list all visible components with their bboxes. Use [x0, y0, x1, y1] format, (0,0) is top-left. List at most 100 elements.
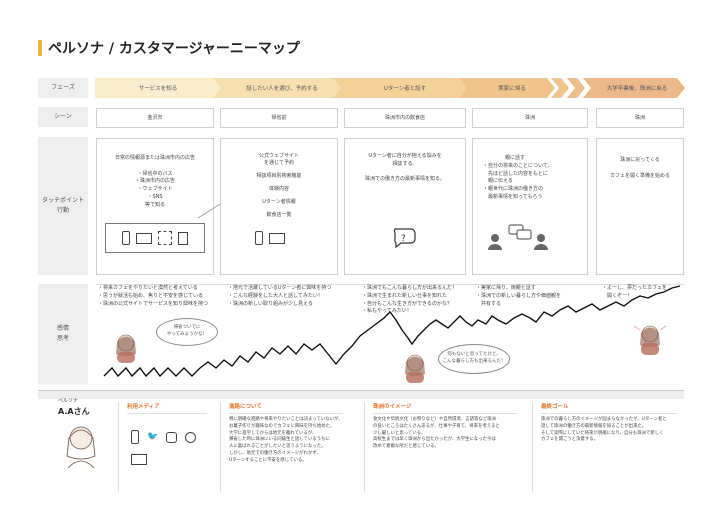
- emotion-area: [96, 284, 684, 385]
- monitor-icon: [136, 232, 152, 244]
- phase-chevron-deco-2: [567, 78, 585, 98]
- phase-label-2: 話したい人を選び、予約する: [246, 86, 318, 92]
- emotion-3-line-1: ・珠洲でもこんな暮らし方が出来るんだ！: [362, 285, 458, 291]
- monitor-icon: [131, 454, 147, 465]
- touchpoint-1-line-7: 等で知る: [144, 201, 165, 208]
- row-label-scene: シーン: [38, 107, 88, 127]
- page-title: ペルソナ / カスタマージャーニーマップ: [48, 41, 300, 57]
- row-label-touch-1: タッチポイント: [41, 197, 84, 205]
- career-line-3: 大学に進学してからは地元を離れているが、: [229, 430, 317, 436]
- emotion-2-line-3: ・珠洲の新しい取り組みが少し見える: [228, 300, 313, 307]
- emotion-text-3: ・珠洲でもこんな暮らし方が出来るんだ！ ・珠洲で生まれた新しい仕事を知れた ・自…: [362, 285, 457, 316]
- touchpoint-4-line-2: ・自分の将来のことについて、: [483, 162, 553, 169]
- touchpoint-1-line-4: ・珠洲市内の広告: [134, 178, 175, 185]
- row-label-emotion: 感情 思考: [38, 284, 88, 384]
- smartphone-icon: [131, 430, 139, 444]
- touchpoint-5-line-1: 珠洲に戻ってくる: [620, 157, 660, 163]
- question-bubble-icon: ?: [393, 228, 416, 249]
- emotion-text-2: ・地元で活躍しているUターン者に興味を持つ ・こんな経験をした大人と話してみたい…: [228, 285, 331, 308]
- phase-label-3: Uターン者と話す: [383, 86, 427, 92]
- career-line-6: しかし、地元での働き方のイメージがわかず、: [229, 451, 321, 457]
- phase-chevron-5: [583, 78, 685, 98]
- touchpoint-5: 珠洲に戻ってくる カフェを開く準備を始める: [596, 138, 684, 275]
- speech-bubble-right: 何もないと思ってたけど、 こんな暮らし方も出来るんだ！: [438, 344, 510, 374]
- scene-2: 帰省前: [220, 108, 338, 128]
- emotion-1-line-1: ・将来カフェをやりたいと漠然と考えている: [98, 285, 198, 291]
- monitor-icon: [269, 232, 285, 244]
- phase-chevron-3: [333, 78, 469, 98]
- career-line-2: お菓子作りが趣味なのでカフェに興味を持ち始めた。: [229, 423, 335, 429]
- goal-section: 最終ゴール 珠洲での暮らし方のイメージが固まらなかったが、Uターン者と 話して珠…: [532, 402, 685, 492]
- emotion-1-line-2: ・思うが就活も始め、焦りと不安を感じている: [98, 292, 204, 299]
- emotion-text-1: ・将来カフェをやりたいと漠然と考えている ・思うが就活も始め、焦りと不安を感じて…: [98, 285, 208, 308]
- image-line-3: 少し厳しいと思っている。: [373, 430, 426, 436]
- goal-line-4: カフェを開こうと決意する。: [541, 437, 599, 443]
- emotion-text-5: ・よーし、夢だったカフェを 開くぞー！: [602, 285, 667, 301]
- smartphone-icon: [255, 231, 263, 245]
- career-title: 進路について: [229, 404, 262, 410]
- persona-happy-illustration: [633, 325, 667, 355]
- touchpoint-2-line-10: 飲食店一覧: [266, 211, 292, 218]
- touchpoint-3-line-1: Uターン者に自分が抱える悩みを: [368, 153, 442, 159]
- scene-4: 珠洲: [472, 108, 588, 128]
- touchpoint-1-line-6: ・SNS: [147, 193, 163, 200]
- phase-chevron-2: [213, 78, 343, 98]
- touchpoint-1-line-2: [97, 163, 213, 171]
- emotion-3-line-4: ・私もやってみたい！: [362, 308, 412, 315]
- emotion-4-line-2: ・珠洲での新しい暮らし方や価値観を: [476, 292, 562, 299]
- scene-5: 珠洲: [596, 108, 684, 128]
- image-line-4: 高校生までは早く珠洲から出たかったが、大学生になった今は: [373, 437, 496, 443]
- phase-label-1: サービスを知る: [138, 86, 178, 92]
- career-line-1: 特に明確な進路や将来やりたいことは決まっていないが、: [229, 417, 343, 422]
- row-label-phase: フェーズ: [38, 78, 88, 98]
- phase-chevron-deco-1: [551, 78, 569, 98]
- bubble-right-line-2: こんな暮らし方も出来るんだ！: [442, 359, 506, 364]
- scene-3: 珠洲市内の飲食店: [344, 108, 466, 128]
- phase-label-4: 実家に帰る: [498, 86, 526, 92]
- touchpoint-2-line-8: Uターン者情報: [262, 198, 296, 205]
- speech-bubble-left: 帰省ついでに やってみようかな！: [156, 318, 218, 346]
- touchpoint-4-line-5: ・親世代に珠洲の働き方の: [483, 186, 544, 192]
- emotion-curve: [103, 285, 681, 378]
- touchpoint-4: 親に話す ・自分の将来のことについて、 先ほど話した内容をもとに 親に伝える ・…: [472, 138, 588, 275]
- touchpoint-1: 日常の情報源または珠洲市内の広告 ・帰省中のバス ・珠洲市内の広告 ・ウェブサイ…: [96, 138, 214, 275]
- career-line-7: Uターンすることに不安を感じている。: [229, 457, 307, 463]
- touchpoint-5-line-3: カフェを開く準備を始める: [609, 172, 670, 179]
- goal-line-3: そして実際にしていた将来が明確になり、自分も珠洲で新しく: [541, 430, 664, 436]
- emotion-text-4: ・実家に帰り、両親と話す ・珠洲での新しい暮らし方や価値観を 共有する: [476, 285, 561, 308]
- qr-code-icon: [158, 231, 172, 245]
- touchpoint-1-line-1: 日常の情報源または珠洲市内の広告: [114, 155, 195, 161]
- image-line-1: 食文化や伝統文化（お祭りなど）や自然環境、言語等など珠洲: [373, 417, 496, 422]
- twitter-icon: 🐦: [147, 432, 159, 442]
- persona-girl-illustration: [116, 334, 136, 363]
- touchpoint-2-line-6: 体験内容: [268, 185, 289, 192]
- touchpoint-4-line-1: 親に話す: [505, 155, 526, 161]
- emotion-2-line-2: ・こんな経験をした大人と話してみたい！: [228, 292, 323, 299]
- touchpoint-3: Uターン者に自分が抱える悩みを 相談する。 珠洲での働き方の最新事情を知る。 ?: [344, 138, 466, 275]
- media-section: 利用メディア 🐦: [118, 402, 215, 492]
- title-accent-bar: [38, 40, 42, 56]
- touchpoint-3-line-2: 相談する。: [392, 160, 418, 167]
- touchpoint-2-line-2: を通じて予約: [263, 159, 294, 166]
- bubble-left-line-2: やってみようかな！: [166, 332, 208, 337]
- document-icon: [178, 231, 188, 245]
- svg-text:?: ?: [401, 234, 406, 244]
- emotion-3-line-2: ・珠洲で生まれた新しい仕事を知れた: [362, 292, 448, 299]
- persona-name: A.Aさん: [58, 407, 90, 416]
- facebook-icon: [185, 431, 197, 443]
- emotion-2-line-1: ・地元で活躍しているUターン者に興味を持つ: [228, 285, 332, 291]
- goal-line-1: 珠洲での暮らし方のイメージが固まらなかったが、Uターン者と: [541, 417, 667, 422]
- row-label-touch-2: 行動: [56, 207, 69, 214]
- touchpoint-2-line-1: 公式ウェブサイト: [258, 153, 299, 159]
- touchpoint-5-line-2: [597, 165, 683, 173]
- image-line-5: 改めて素敵な所だと感じている。: [373, 444, 439, 450]
- bubble-right-line-1: 何もないと思ってたけど、: [447, 352, 501, 358]
- phase-chevrons: [95, 78, 685, 98]
- phase-label-5: 大学卒業後、珠洲に戻る: [606, 86, 668, 92]
- touchpoint-2: 公式ウェブサイト を通じて予約 相談項目別検索機能 体験内容 Uターン者情報 飲…: [220, 138, 338, 275]
- goal-title: 最終ゴール: [541, 404, 569, 410]
- persona-header-band: [38, 391, 684, 399]
- phase-chevron-4: [459, 78, 555, 98]
- persona-label: ペルソナ: [58, 398, 79, 404]
- family-talk-icon: [488, 224, 548, 250]
